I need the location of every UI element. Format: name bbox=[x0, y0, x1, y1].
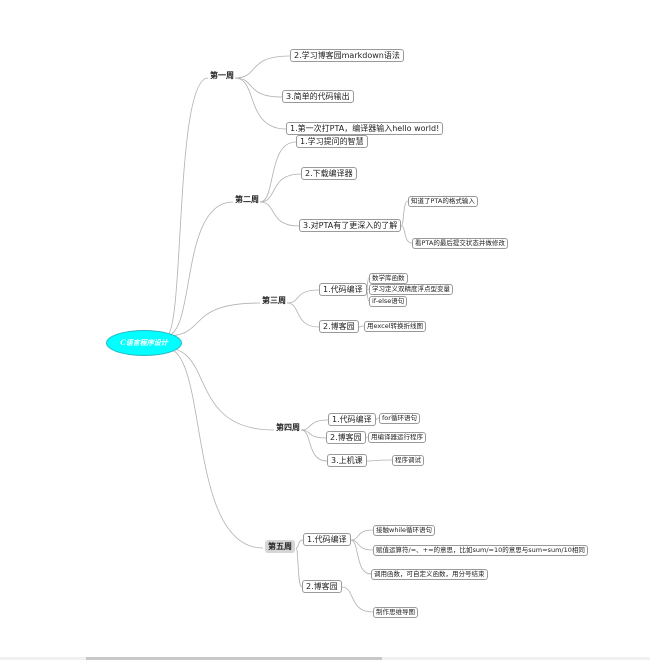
edge-item-4-1-detail-1 bbox=[375, 417, 380, 421]
week-3-item-2-detail-1[interactable]: 用excel转换折线图 bbox=[364, 321, 426, 332]
week-5-item-2-detail-1[interactable]: 制作思维导图 bbox=[373, 607, 418, 618]
week-4-item-2-detail-1[interactable]: 用编译器运行程序 bbox=[368, 432, 426, 443]
week-4-item-1[interactable]: 1.代码编译 bbox=[328, 413, 376, 426]
week-3-item-1-detail-2[interactable]: 学习定义双精度浮点型变量 bbox=[369, 284, 453, 295]
edge-item-5-2-detail-1 bbox=[341, 586, 374, 613]
week-1-item-3[interactable]: 1.第一次打PTA，编译器输入hello world! bbox=[286, 122, 444, 135]
edge-item-4-2-detail-1 bbox=[365, 436, 369, 439]
edge-week-5-item-2 bbox=[295, 547, 303, 588]
scrollbar-thumb[interactable] bbox=[86, 657, 382, 660]
week-3-item-2[interactable]: 2.博客园 bbox=[319, 320, 359, 333]
edge-item-4-3-detail-1 bbox=[366, 459, 393, 462]
edge-week-1-item-1 bbox=[234, 55, 291, 79]
edge-week-2-item-1 bbox=[259, 141, 297, 203]
root-node[interactable]: C语言程序设计 bbox=[106, 330, 182, 356]
edge-root-week-3 bbox=[165, 302, 261, 337]
edge-week-1-item-3 bbox=[234, 77, 287, 130]
week-5-item-1-detail-2[interactable]: 赋值运算符/=、+=的意思，比如sum/=10的意思与sum=sum/10相同 bbox=[373, 545, 588, 556]
week-3-item-1-detail-1[interactable]: 数学库函数 bbox=[369, 273, 408, 284]
edge-item-2-3-detail-1 bbox=[400, 200, 409, 227]
edge-root-week-4 bbox=[165, 347, 275, 431]
week-1-node[interactable]: 第一周 bbox=[210, 70, 234, 80]
week-4-node[interactable]: 第四周 bbox=[276, 422, 300, 432]
week-4-item-1-detail-1[interactable]: for循环语句 bbox=[379, 413, 420, 424]
week-3-item-1[interactable]: 1.代码编译 bbox=[319, 283, 367, 296]
week-5-item-2[interactable]: 2.博客园 bbox=[302, 580, 342, 593]
week-2-item-1[interactable]: 1.学习提问的智慧 bbox=[296, 135, 368, 148]
week-3-item-1-detail-3[interactable]: if-else语句 bbox=[369, 296, 408, 307]
edge-week-3-item-2 bbox=[286, 302, 320, 328]
week-2-node[interactable]: 第二周 bbox=[235, 194, 259, 204]
edge-week-5-item-1 bbox=[295, 539, 304, 549]
edge-root-week-1 bbox=[165, 77, 209, 337]
edge-item-3-1-detail-3 bbox=[366, 289, 370, 302]
edge-week-1-item-2 bbox=[234, 77, 283, 98]
edge-item-5-1-detail-3 bbox=[350, 539, 372, 575]
week-5-item-1[interactable]: 1.代码编译 bbox=[303, 533, 351, 546]
week-1-item-2[interactable]: 3.简单的代码输出 bbox=[282, 90, 354, 103]
week-4-item-3[interactable]: 3.上机课 bbox=[327, 454, 367, 467]
edge-week-4-item-1 bbox=[300, 419, 329, 431]
edge-item-3-2-detail-1 bbox=[358, 325, 365, 328]
edge-item-5-1-detail-1 bbox=[350, 529, 374, 541]
week-5-item-1-detail-3[interactable]: 调用函数，可自定义函数，用分号结束 bbox=[371, 569, 488, 580]
week-2-item-3-detail-2[interactable]: 看PTA的最后提交状态并做修改 bbox=[412, 238, 508, 249]
week-2-item-3[interactable]: 3.对PTA有了更深入的了解 bbox=[299, 219, 402, 232]
edge-week-2-item-3 bbox=[259, 201, 300, 227]
edge-week-3-item-1 bbox=[286, 289, 320, 304]
edge-week-4-item-3 bbox=[300, 429, 328, 462]
week-2-item-3-detail-1[interactable]: 知道了PTA的格式输入 bbox=[408, 196, 478, 207]
week-1-item-1[interactable]: 2.学习博客园markdown语法 bbox=[290, 49, 404, 62]
week-4-item-2[interactable]: 2.博客园 bbox=[326, 431, 366, 444]
edge-root-week-5 bbox=[165, 347, 264, 549]
edge-item-2-3-detail-2 bbox=[401, 225, 413, 244]
week-2-item-2[interactable]: 2.下载编译器 bbox=[301, 167, 357, 180]
week-5-node[interactable]: 第五周 bbox=[265, 540, 295, 553]
horizontal-scrollbar[interactable] bbox=[0, 657, 650, 660]
week-4-item-3-detail-1[interactable]: 程序调试 bbox=[392, 455, 424, 466]
edge-root-week-2 bbox=[165, 201, 234, 337]
week-3-node[interactable]: 第三周 bbox=[262, 295, 286, 305]
edge-week-2-item-2 bbox=[259, 173, 302, 203]
week-5-item-1-detail-1[interactable]: 接触while循环语句 bbox=[373, 525, 436, 536]
